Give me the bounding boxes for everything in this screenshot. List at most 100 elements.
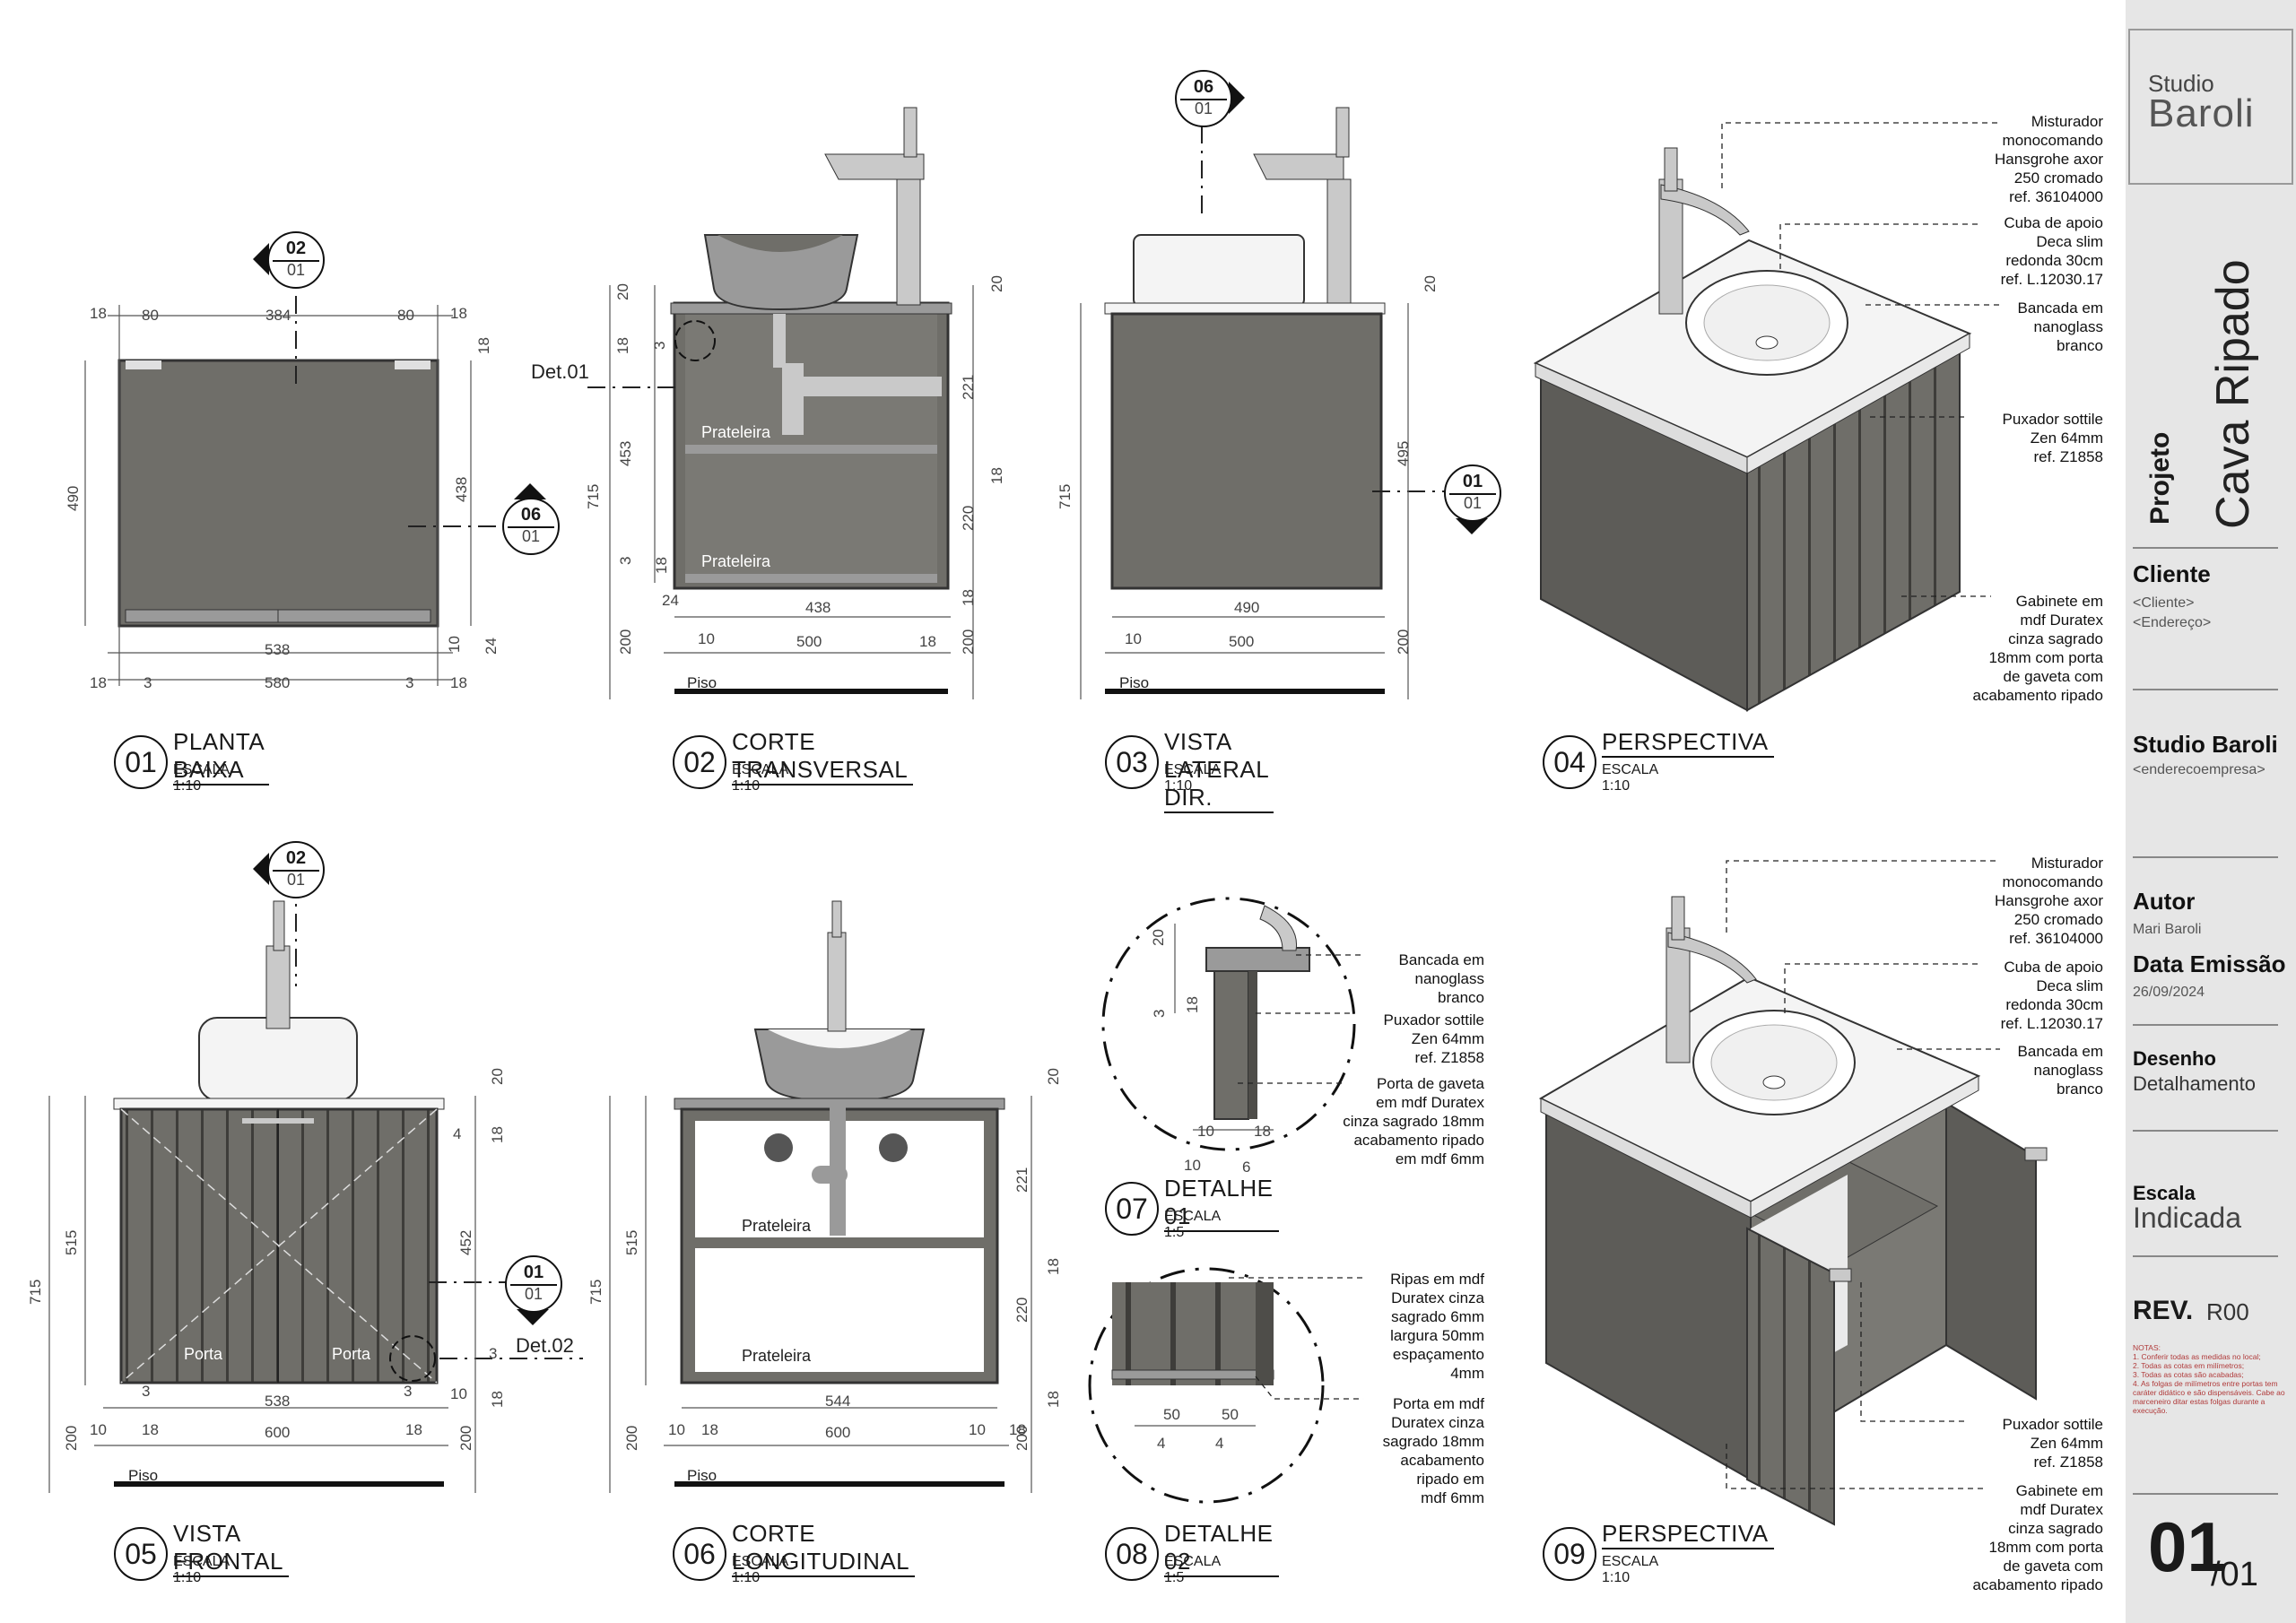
dim: 715 bbox=[1057, 483, 1074, 509]
callout-line: Duratex cinza bbox=[1391, 1289, 1484, 1306]
dim: 490 bbox=[1234, 599, 1260, 616]
callout-line: sagrado 18mm bbox=[1382, 1433, 1484, 1450]
dim: 18 bbox=[405, 1421, 422, 1438]
callout-callouts09-2: Bancada em nanoglass branco bbox=[2018, 1042, 2103, 1098]
dim: 18 bbox=[90, 305, 107, 322]
dim: 452 bbox=[457, 1229, 474, 1255]
dim: 18 bbox=[450, 674, 467, 691]
callout-line: Gabinete em bbox=[2015, 593, 2103, 610]
view-02-cross-section bbox=[587, 107, 974, 699]
callout-line: Hansgrohe axor bbox=[1995, 151, 2103, 168]
dim: 200 bbox=[1395, 629, 1412, 655]
floor-label: Piso bbox=[687, 1467, 718, 1484]
dim: 18 bbox=[142, 1421, 159, 1438]
dim: 18 bbox=[614, 337, 631, 354]
callout-line: ref. Z1858 bbox=[2033, 448, 2104, 465]
callout-line: ref. L.12030.17 bbox=[2000, 271, 2103, 288]
dim: 80 bbox=[142, 307, 159, 324]
notes: NOTAS: 1. Conferir todas as medidas no l… bbox=[2133, 1343, 2285, 1415]
callout-line: nanoglass bbox=[1414, 970, 1484, 987]
shelf-label: Prateleira bbox=[701, 423, 771, 441]
dim: 200 bbox=[623, 1425, 640, 1451]
dim: 18 bbox=[1045, 1391, 1062, 1408]
view-number: 01 bbox=[114, 735, 168, 789]
callout-line: Ripas em mdf bbox=[1390, 1271, 1484, 1288]
section-marker-06-side: 06 01 bbox=[1175, 70, 1245, 127]
dim: 384 bbox=[265, 307, 291, 324]
dim: 490 bbox=[65, 485, 82, 511]
dim: 3 bbox=[651, 341, 668, 350]
view-number: 08 bbox=[1105, 1527, 1159, 1581]
dim: 4 bbox=[1215, 1435, 1224, 1452]
view-scale: ESCALA 1:10 bbox=[1602, 1554, 1658, 1585]
callout-line: Zen 64mm bbox=[2030, 1435, 2103, 1452]
view-title: CORTE LONGITUDINAL bbox=[732, 1520, 916, 1577]
dim: 221 bbox=[960, 374, 977, 400]
dim: 24 bbox=[662, 592, 679, 609]
callout-line: Hansgrohe axor bbox=[1995, 892, 2103, 909]
scale-value: Indicada bbox=[2133, 1202, 2241, 1234]
marker-bottom: 01 bbox=[524, 1285, 544, 1303]
dim: 200 bbox=[63, 1425, 80, 1451]
floor-label: Piso bbox=[128, 1467, 159, 1484]
view-scale: ESCALA 1:10 bbox=[173, 762, 230, 794]
section-marker-02: 02 01 bbox=[253, 231, 325, 289]
marker-bottom: 01 bbox=[521, 527, 541, 545]
view-number: 02 bbox=[673, 735, 726, 789]
dim: 18 bbox=[1009, 1421, 1026, 1438]
dim: 544 bbox=[825, 1393, 851, 1410]
dim: 10 bbox=[90, 1421, 107, 1438]
marker-bottom: 01 bbox=[286, 261, 306, 279]
callout-line: 18mm com porta bbox=[1988, 649, 2103, 666]
dim: 515 bbox=[63, 1229, 80, 1255]
dim: 6 bbox=[1242, 1159, 1251, 1176]
revision-value: R00 bbox=[2206, 1298, 2249, 1325]
callout-line: branco bbox=[1438, 989, 1484, 1006]
client-address: <Endereço> bbox=[2133, 615, 2212, 630]
dim: 18 bbox=[988, 467, 1005, 484]
dim: 10 bbox=[1184, 1157, 1201, 1174]
logo-line2: Baroli bbox=[2148, 91, 2255, 135]
dim: 3 bbox=[617, 556, 634, 565]
callout-line: Deca slim bbox=[2036, 977, 2103, 994]
dim: 18 bbox=[701, 1421, 718, 1438]
dim: 18 bbox=[1254, 1123, 1271, 1140]
dim: 600 bbox=[265, 1424, 291, 1441]
callout-line: acabamento ripado bbox=[1972, 687, 2103, 704]
callout-line: cinza sagrado bbox=[2008, 1520, 2103, 1537]
callout-line: monocomando bbox=[2002, 132, 2103, 149]
dim: 3 bbox=[142, 1383, 151, 1400]
callout-line: ripado em bbox=[1416, 1471, 1484, 1488]
callout-line: sagrado 6mm bbox=[1391, 1308, 1484, 1325]
callout-line: Bancada em bbox=[2017, 299, 2103, 317]
marker-bottom: 01 bbox=[1463, 494, 1483, 512]
dim: 3 bbox=[489, 1345, 498, 1362]
dim: 80 bbox=[397, 307, 414, 324]
dim: 200 bbox=[960, 629, 977, 655]
dim: 10 bbox=[698, 630, 715, 647]
callout-line: nanoglass bbox=[2033, 1062, 2103, 1079]
client-label: Cliente bbox=[2133, 560, 2211, 587]
view-title: PERSPECTIVA bbox=[1602, 728, 1774, 758]
callout-line: de gaveta com bbox=[2003, 1558, 2103, 1575]
view-scale: ESCALA 1:10 bbox=[1602, 762, 1658, 794]
dim: 18 bbox=[475, 337, 492, 354]
door-label: Porta bbox=[184, 1345, 223, 1363]
view-01-plan bbox=[84, 296, 502, 686]
dim: 18 bbox=[489, 1126, 506, 1143]
callout-line: Gabinete em bbox=[2015, 1482, 2103, 1499]
view-scale: ESCALA 1:10 bbox=[173, 1554, 230, 1585]
dim: 220 bbox=[1013, 1297, 1031, 1323]
callout-line: branco bbox=[2057, 1081, 2103, 1098]
revision-label: REV. bbox=[2133, 1296, 2194, 1325]
dim: 18 bbox=[960, 589, 977, 606]
view-number: 06 bbox=[673, 1527, 726, 1581]
callout-line: Bancada em bbox=[2017, 1043, 2103, 1060]
view-number: 09 bbox=[1543, 1527, 1596, 1581]
note: 1. Conferir todas as medidas no local; bbox=[2133, 1352, 2261, 1361]
